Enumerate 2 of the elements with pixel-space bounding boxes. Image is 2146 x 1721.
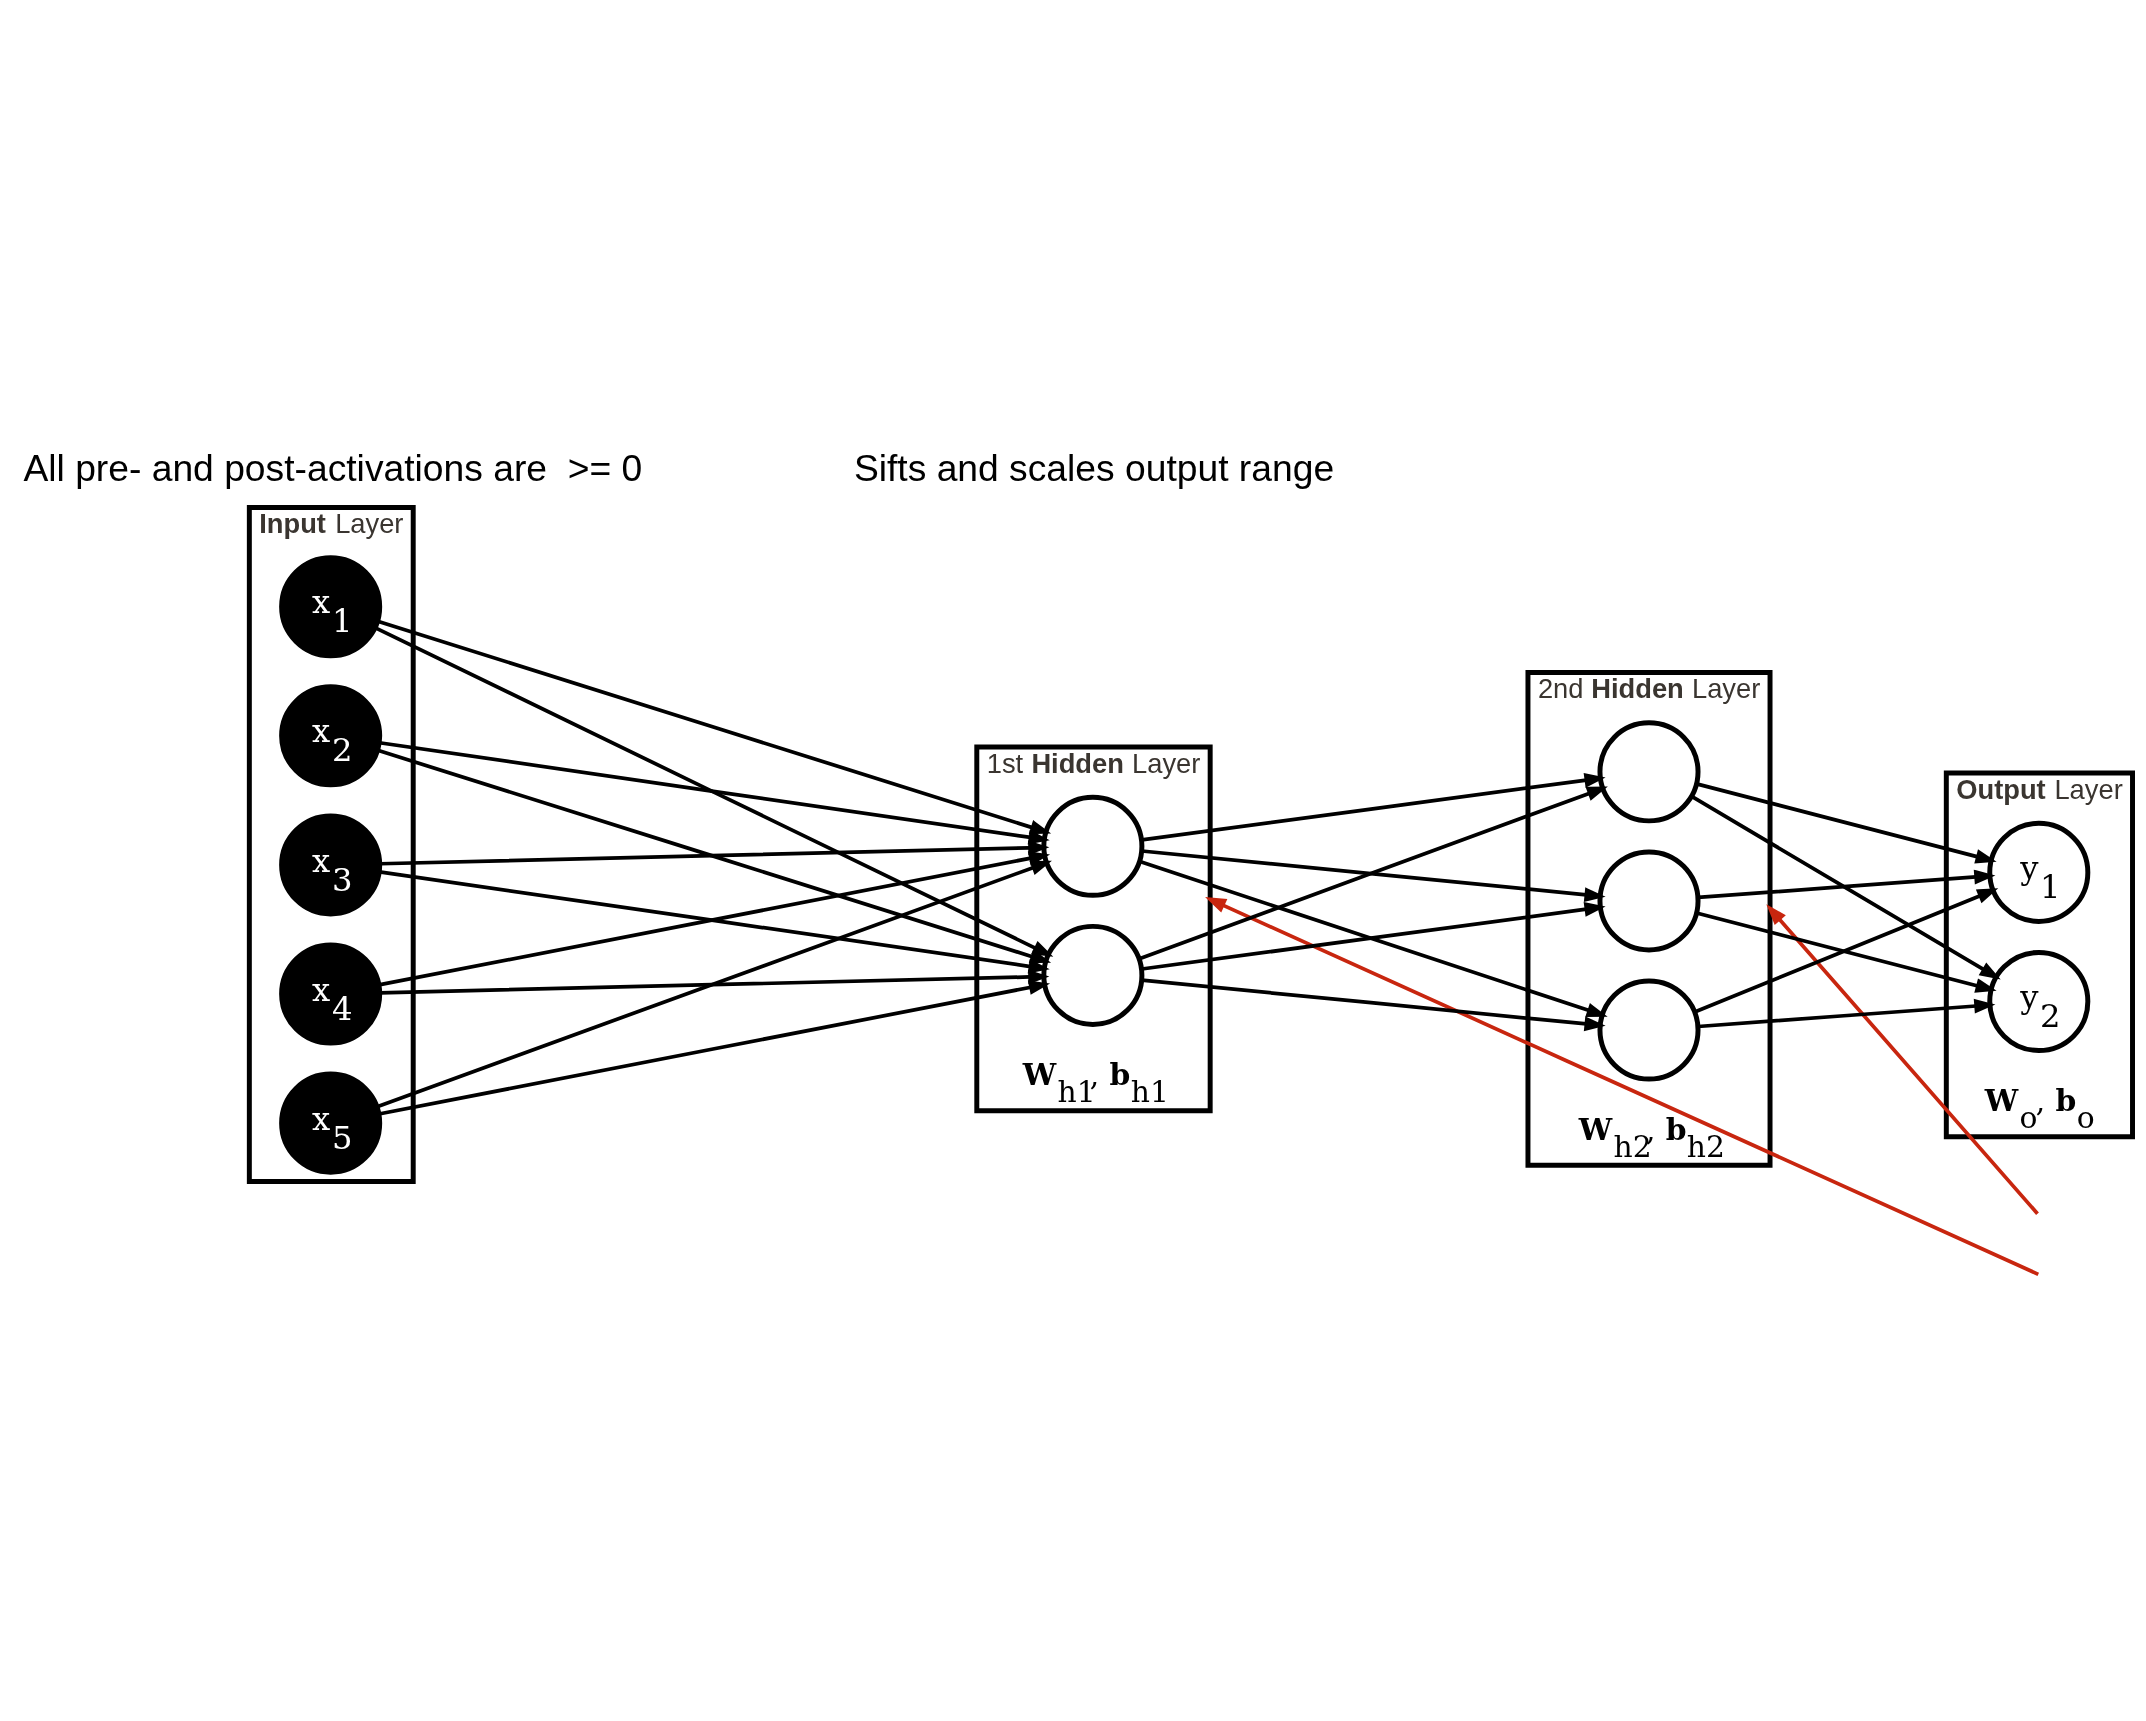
label: All pre- and post-activations are >= 0: [23, 446, 643, 489]
label: Sifts and scales output range: [853, 446, 1335, 489]
